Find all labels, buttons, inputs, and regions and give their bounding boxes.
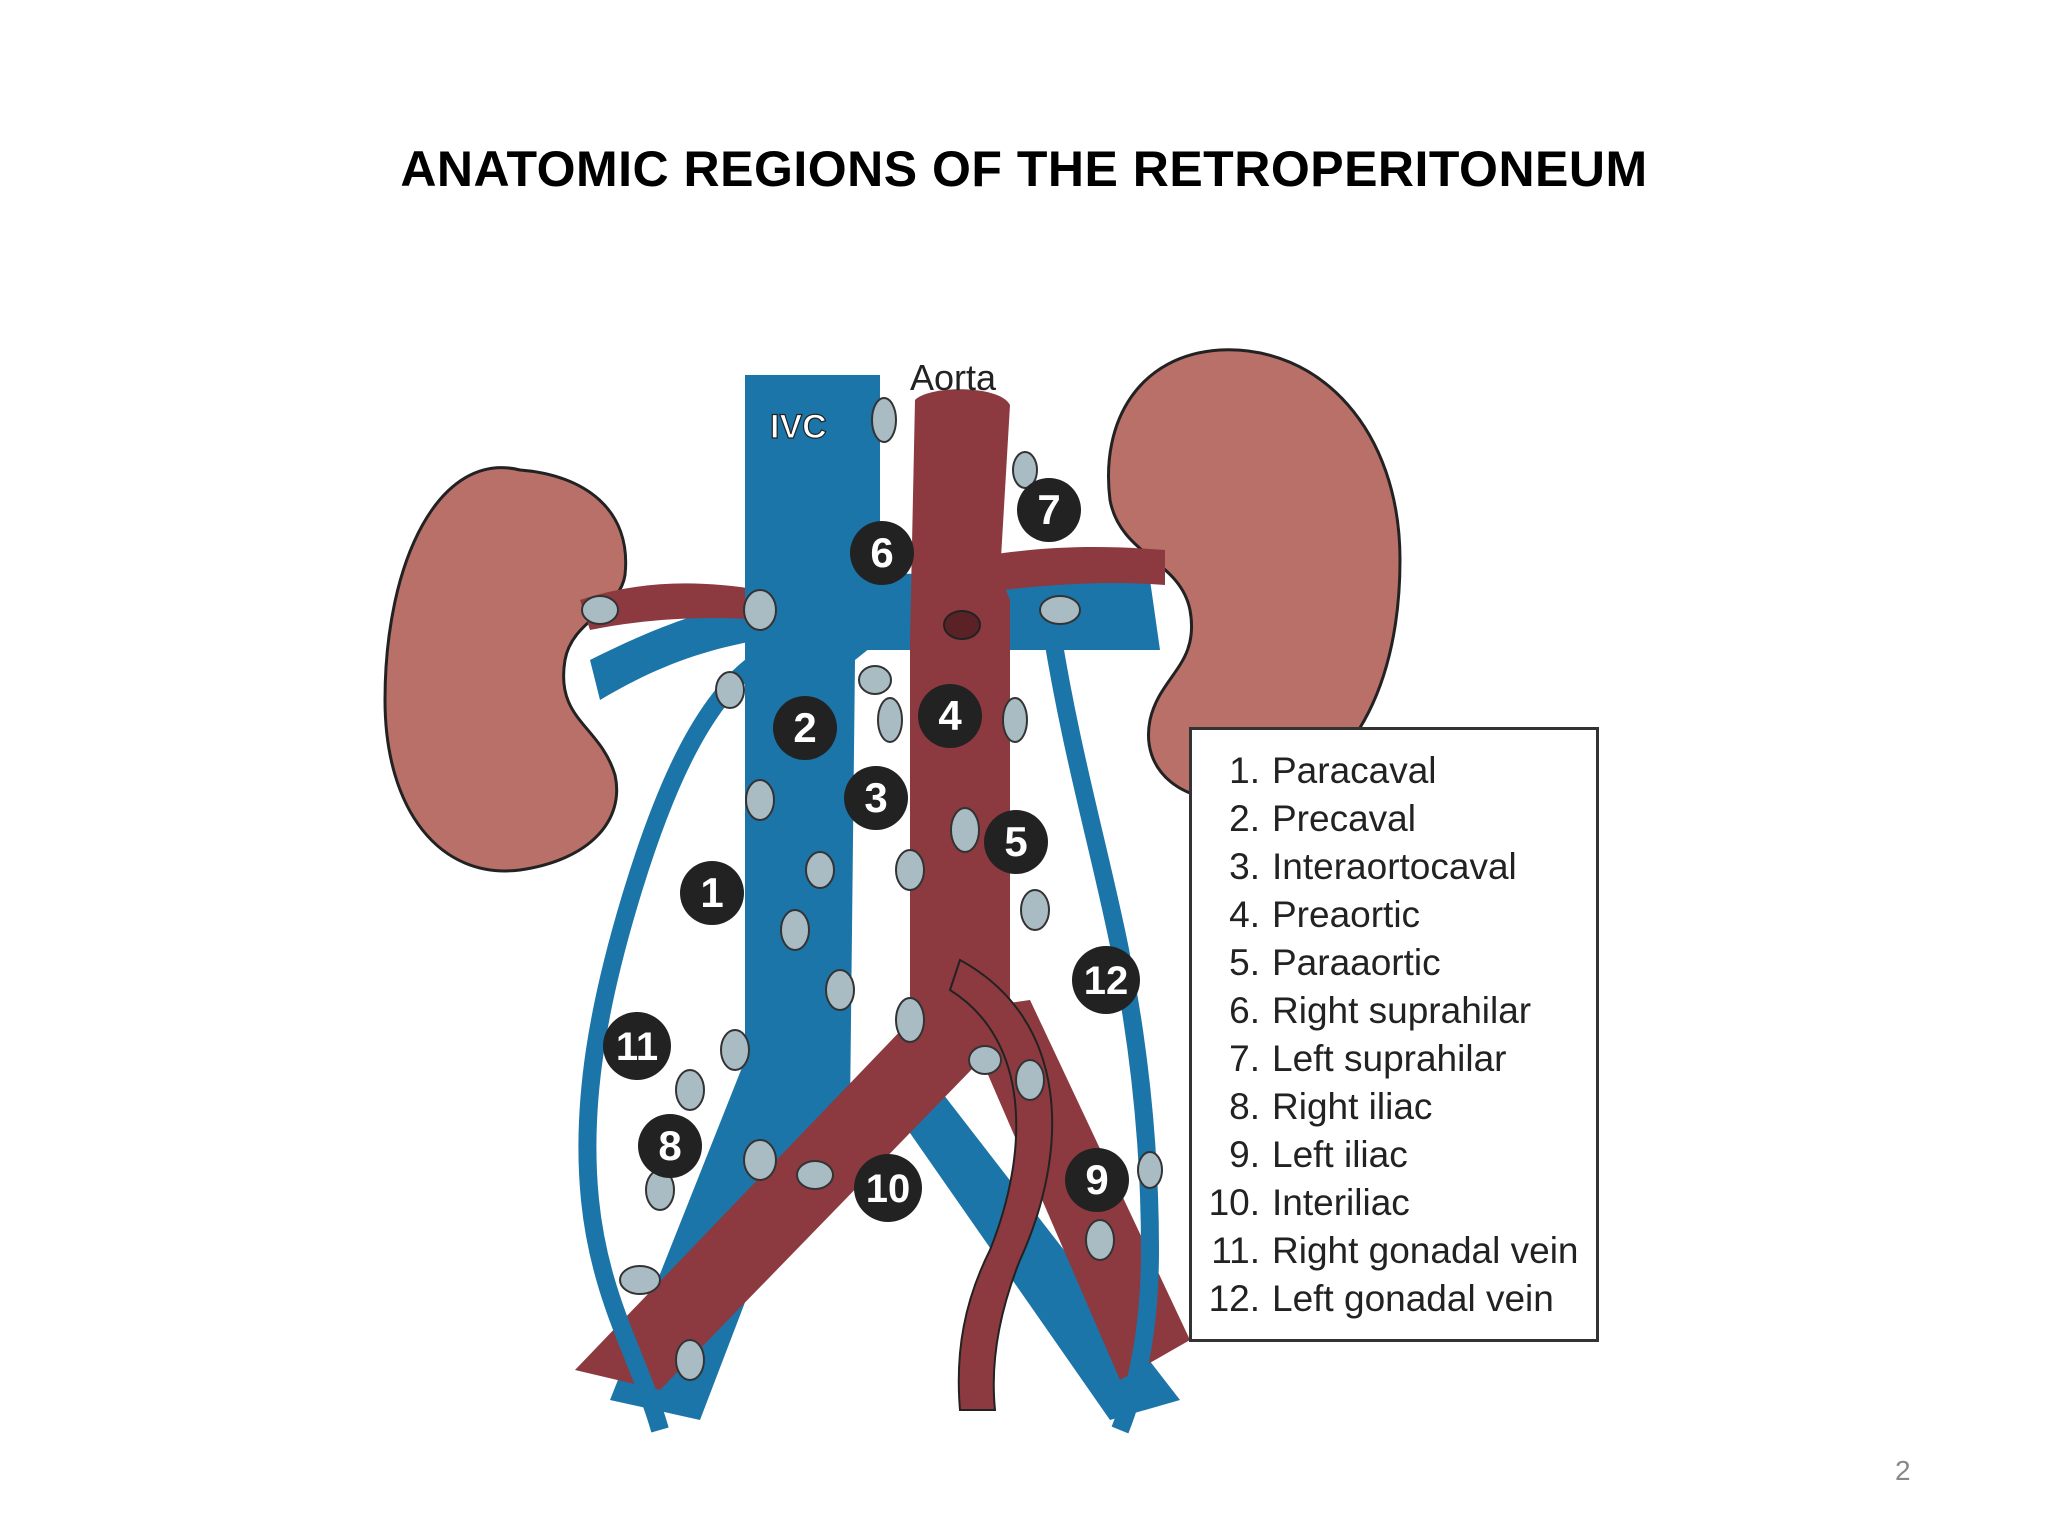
svg-text:3: 3 <box>864 774 887 821</box>
lymph-node <box>581 595 619 625</box>
aorta-label: Aorta <box>910 357 997 398</box>
ivc-vessel <box>745 375 880 1150</box>
marker-5: 5 <box>984 810 1048 874</box>
marker-6: 6 <box>850 521 914 585</box>
marker-9: 9 <box>1065 1148 1129 1212</box>
marker-11: 11 <box>603 1012 671 1080</box>
svg-text:9: 9 <box>1085 1156 1108 1203</box>
lymph-node <box>720 1029 750 1071</box>
left-kidney <box>1107 348 1402 803</box>
legend-box: 1.Paracaval 2.Precaval 3.Interaortocaval… <box>1189 727 1599 1342</box>
legend-item: 7.Left suprahilar <box>1229 1038 1507 1079</box>
right-kidney <box>383 466 628 873</box>
lymph-node <box>780 909 810 951</box>
lymph-node <box>743 1139 777 1181</box>
svg-text:6: 6 <box>870 529 893 576</box>
marker-2: 2 <box>773 696 837 760</box>
marker-8: 8 <box>638 1114 702 1178</box>
legend-item: 5.Paraaortic <box>1229 942 1441 983</box>
lymph-node <box>895 997 925 1043</box>
legend-item: 12.Left gonadal vein <box>1208 1278 1554 1319</box>
legend-item: 2.Precaval <box>1229 798 1416 839</box>
lymph-node <box>745 779 775 821</box>
legend-item: 11.Right gonadal vein <box>1211 1230 1579 1271</box>
marker-1: 1 <box>680 861 744 925</box>
ivc-label: IVC <box>770 408 827 446</box>
lymph-node <box>1002 697 1028 743</box>
svg-text:5: 5 <box>1004 818 1027 865</box>
lymph-node <box>675 1069 705 1111</box>
right-renal-artery <box>580 583 760 630</box>
svg-text:8: 8 <box>658 1122 681 1169</box>
lymph-node <box>675 1339 705 1381</box>
lymph-node <box>858 665 892 695</box>
lymph-node <box>1015 1059 1045 1101</box>
lymph-node <box>825 969 855 1011</box>
svg-text:12: 12 <box>1084 959 1129 1003</box>
svg-text:7: 7 <box>1037 486 1060 533</box>
legend-item: 4.Preaortic <box>1229 894 1421 935</box>
right-iliac-artery <box>575 1000 1010 1390</box>
slide-title: ANATOMIC REGIONS OF THE RETROPERITONEUM <box>400 141 1648 197</box>
lymph-node <box>796 1160 834 1190</box>
marker-10: 10 <box>854 1154 922 1222</box>
right-gonadal-vein <box>578 652 766 1433</box>
left-renal-artery <box>960 547 1165 595</box>
right-renal-vein <box>590 600 760 700</box>
svg-text:10: 10 <box>866 1167 911 1211</box>
lymph-node <box>950 807 980 853</box>
lymph-node <box>805 851 835 889</box>
legend-item: 6.Right suprahilar <box>1229 990 1532 1031</box>
lymph-node <box>743 589 777 631</box>
lymph-node <box>895 849 925 891</box>
left-gonadal-vein <box>1041 618 1160 1434</box>
lymph-node <box>1039 595 1081 625</box>
lymph-node <box>877 697 903 743</box>
page-number: 2 <box>1895 1455 1911 1486</box>
svg-text:11: 11 <box>616 1025 658 1069</box>
legend-item: 1.Paracaval <box>1229 750 1437 791</box>
marker-7: 7 <box>1017 478 1081 542</box>
lymph-node <box>968 1045 1002 1075</box>
svg-text:2: 2 <box>793 704 816 751</box>
marker-4: 4 <box>918 684 982 748</box>
lymph-node <box>1020 889 1050 931</box>
lymph-node <box>871 397 897 443</box>
legend-item: 10.Interiliac <box>1208 1182 1410 1223</box>
lymph-node <box>619 1265 661 1295</box>
marker-3: 3 <box>844 766 908 830</box>
lymph-node <box>1085 1219 1115 1261</box>
legend-item: 3.Interaortocaval <box>1229 846 1517 887</box>
lymph-node <box>1012 451 1038 489</box>
legend-item: 9.Left iliac <box>1229 1134 1408 1175</box>
aortic-branch-stump <box>943 610 981 640</box>
svg-text:4: 4 <box>938 692 962 739</box>
lymph-node <box>715 671 745 709</box>
lymph-node <box>1137 1151 1163 1189</box>
legend-item: 8.Right iliac <box>1229 1086 1433 1127</box>
lymph-nodes <box>581 397 1163 1381</box>
marker-12: 12 <box>1072 946 1140 1014</box>
svg-text:1: 1 <box>700 869 723 916</box>
